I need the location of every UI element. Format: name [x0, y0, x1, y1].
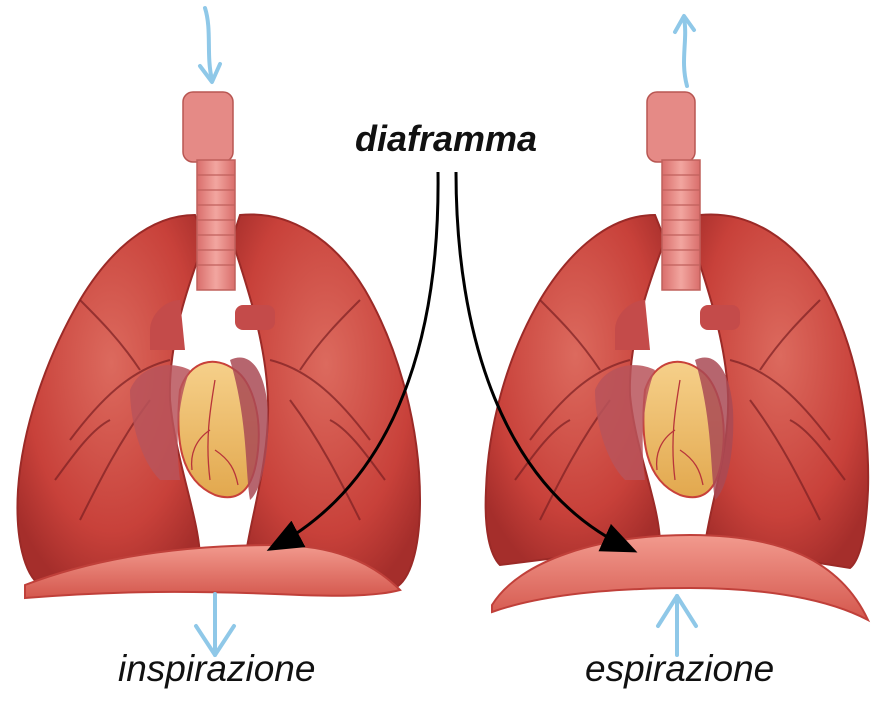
inhalation-label: inspirazione — [118, 648, 315, 690]
exhalation-label: espirazione — [585, 648, 774, 690]
diaphragm-up-arrow-icon — [658, 596, 696, 655]
diaphragm-label: diaframma — [355, 118, 537, 160]
diaphragm-down-arrow-icon — [196, 594, 234, 655]
exhalation-organs — [486, 92, 869, 620]
air-out-arrow-icon — [675, 16, 694, 86]
air-in-arrow-icon — [200, 8, 220, 82]
inhalation-organs — [17, 92, 420, 598]
